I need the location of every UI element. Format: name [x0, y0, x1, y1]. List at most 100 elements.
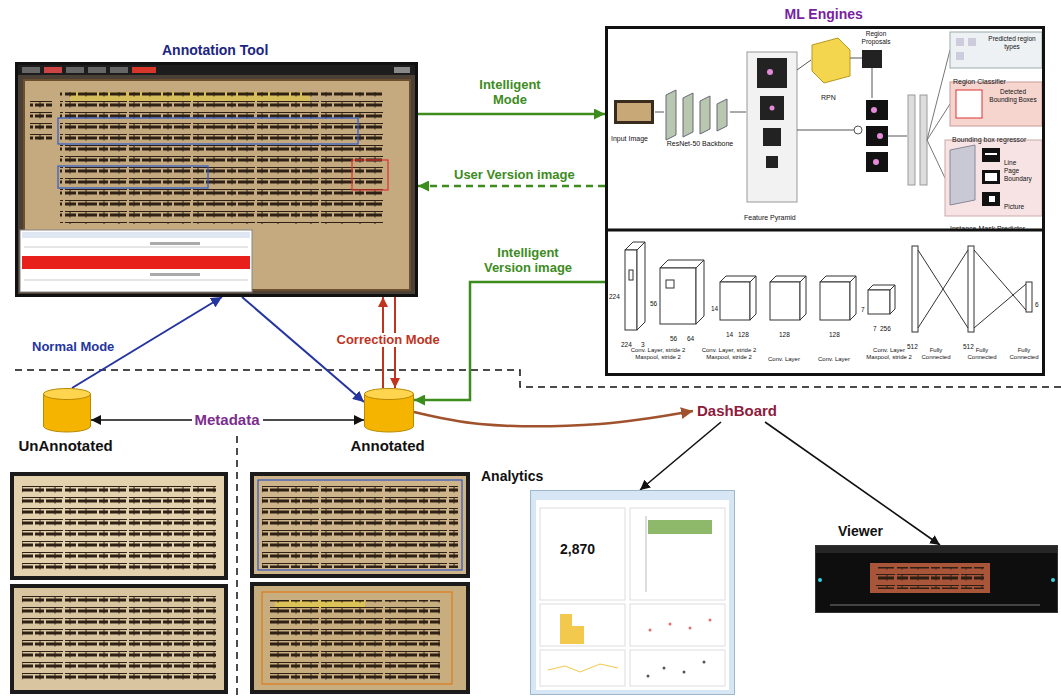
cylinder-outline [364, 388, 414, 432]
mask-rcnn-figure-part [812, 38, 850, 83]
mask-rcnn-figure-part [862, 50, 882, 68]
mask-rcnn-figure-part [927, 50, 950, 140]
label-slot: 64 [687, 327, 694, 345]
dashboard-screenshot-part [536, 500, 729, 690]
figure-label: Picture [1004, 203, 1024, 211]
node-heading: Analytics [481, 468, 543, 484]
manuscript-samples-part [262, 592, 452, 684]
cnn-figure-part [918, 250, 968, 328]
node-label: DashBoard [697, 402, 777, 419]
figure-label: Conv. Layer Maxpool, stride 2 [862, 347, 916, 361]
analytics-screenshot: Analytics [530, 490, 735, 695]
label-slot: 256 [880, 317, 891, 335]
mask-rcnn-figure-part [968, 38, 976, 46]
figure-label: 512 [963, 343, 974, 351]
figure-label: Fully Connected [966, 347, 998, 361]
label-slot: 7 [873, 317, 877, 335]
mask-rcnn-figure-part [866, 152, 888, 172]
viewer-screenshot-image-part [815, 545, 1058, 553]
dashboard-screenshot [530, 490, 735, 695]
mask-rcnn-figure-part [797, 60, 811, 70]
edge-label-slot: Normal Mode [32, 337, 114, 355]
dashboard-screenshot-part [683, 671, 686, 674]
figure-label: Conv. Layer, stride 2 Maxpool, stride 2 [626, 347, 690, 361]
dashboard-node: DashBoard [693, 400, 781, 422]
figure-label: 64 [687, 335, 694, 343]
annotation-tool-screenshot-part [60, 92, 385, 224]
label-slot: 224 [609, 285, 620, 303]
edge-label: Metadata [192, 411, 263, 428]
mask-rcnn-figure-part [614, 100, 654, 124]
text-slot: UnAnnotated [19, 437, 116, 455]
figure-label: Detected Bounding Boxes [986, 88, 1040, 104]
mask-rcnn-figure-part [700, 96, 710, 134]
mask-rcnn-figure-part [950, 32, 1042, 68]
manuscript-samples-part [22, 596, 216, 684]
mask-rcnn-figure-part [763, 128, 781, 146]
mask-rcnn-figure-part [797, 130, 854, 131]
mask-rcnn-figure-part [956, 90, 982, 118]
dashboard-screenshot-part [540, 604, 625, 646]
label-slot: Conv. Layer, stride 2 Maxpool, stride 2 [697, 347, 761, 361]
dashboard-screenshot-part [548, 664, 618, 672]
viewer-screenshot-image-part [1051, 578, 1055, 582]
mask-rcnn-figure-part [950, 82, 1042, 126]
label-slot: 128 [829, 323, 840, 341]
label-slot: Conv. Layer Maxpool, stride 2 [862, 347, 916, 361]
edge-label-slot: User Version image [454, 165, 575, 183]
label-slot: 14 [726, 323, 733, 341]
mask-rcnn-figure-part [730, 112, 746, 113]
dashboard-screenshot-part [630, 650, 725, 686]
mask-rcnn-figure-part [767, 69, 773, 75]
database-cylinder: Annotated [364, 388, 414, 432]
mask-rcnn-figure-part [920, 95, 927, 185]
text-slot: Annotation Tool [162, 41, 271, 59]
mask-rcnn-figure [605, 32, 1045, 230]
figure-label: Conv. Layer [768, 356, 800, 363]
figure-label: Feature Pyramid [744, 214, 796, 222]
cnn-figure-part [974, 284, 1026, 328]
manuscript-samples-part [270, 600, 440, 680]
mask-rcnn-figure-part [757, 58, 787, 88]
figure-label: 7 [861, 306, 865, 314]
label-slot: 512 [963, 335, 974, 353]
dashboard-screenshot-part [703, 661, 706, 664]
annotation-tool-screenshot-part [22, 256, 250, 269]
annotation-tool-screenshot-part [18, 65, 415, 75]
viewer-screenshot-image-part [870, 563, 990, 593]
edge-label: Intelligent Mode [464, 78, 556, 108]
annotation-tool-screenshot-part [24, 280, 248, 281]
cnn-figure-part [968, 246, 974, 332]
text-slot: Annotated [351, 437, 428, 455]
edge-label-slot: Intelligent Version image [476, 246, 580, 276]
label-slot: Fully Connected [966, 347, 998, 361]
text-slot: ML Engines [785, 5, 866, 23]
annotation-tool-screenshot-part [44, 67, 62, 73]
label-slot: Region Classifier [953, 70, 1006, 88]
figure-label: RPN [821, 94, 836, 102]
edge-label: User Version image [454, 168, 575, 183]
figure-label: Input Image [611, 135, 648, 143]
dashboard-screenshot-part [648, 520, 712, 534]
edge-label-slot: Correction Mode [334, 330, 443, 348]
label-slot: Fully Connected [920, 347, 952, 361]
cylinder-top [44, 389, 91, 400]
figure-label: 14 [711, 305, 718, 313]
mask-rcnn-figure-part [617, 103, 651, 121]
label-slot: 14 [711, 297, 718, 315]
connector [414, 411, 693, 426]
figure-label: Conv. Layer [818, 356, 850, 363]
database-cylinder: UnAnnotated [43, 388, 91, 432]
manuscript-samples-part [22, 486, 216, 570]
dashboard-screenshot-part [663, 667, 666, 670]
node-heading: Annotated [351, 437, 425, 454]
cnn-figure-part [750, 276, 756, 320]
text-slot: Analytics [481, 467, 546, 485]
figure-label: 256 [880, 325, 891, 333]
mask-rcnn-figure-part [985, 173, 997, 181]
figure-label: 14 [726, 331, 733, 339]
label-slot: Bounding box regressor [952, 128, 1026, 146]
figure-label: Predicted region types [985, 35, 1039, 51]
figure-label: 224 [621, 341, 632, 349]
